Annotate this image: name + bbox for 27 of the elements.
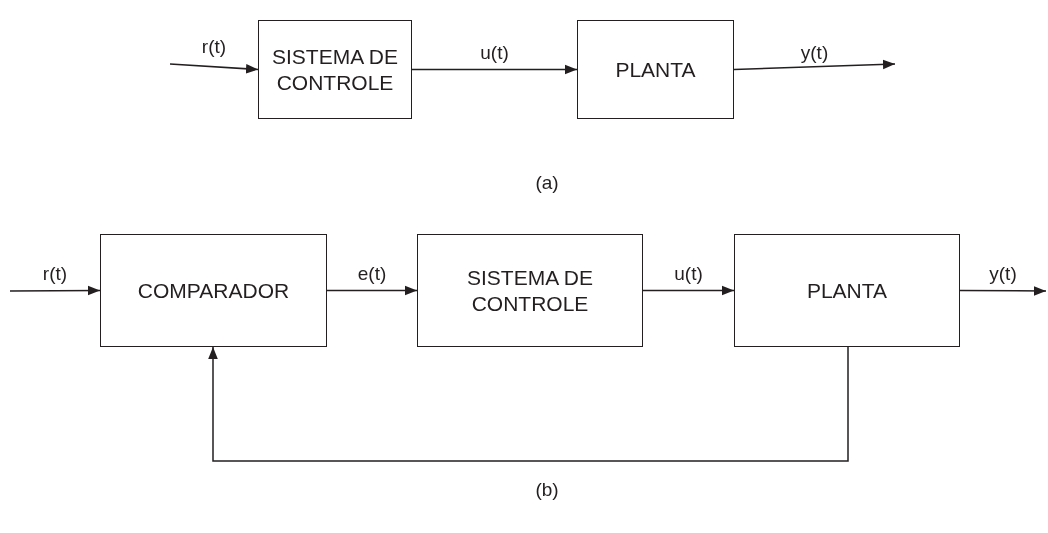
arrow xyxy=(733,59,896,71)
signal-label: r(t) xyxy=(42,264,68,285)
block-label: SISTEMA DE CONTROLE xyxy=(466,265,594,316)
arrow xyxy=(642,285,735,296)
block-label: SISTEMA DE CONTROLE xyxy=(271,44,399,95)
block-box xyxy=(417,234,643,347)
block-box xyxy=(734,234,960,347)
block-label: PLANTA xyxy=(614,56,697,83)
arrow xyxy=(411,64,578,75)
signal-label: e(t) xyxy=(357,263,387,285)
block-box xyxy=(577,20,734,119)
block-box xyxy=(258,20,412,119)
signal-label: r(t) xyxy=(201,37,227,58)
block-box xyxy=(100,234,327,347)
panel-label: (b) xyxy=(535,479,559,501)
arrow xyxy=(169,63,259,74)
arrow xyxy=(208,346,849,462)
signal-label: u(t) xyxy=(480,42,509,64)
signal-label: u(t) xyxy=(674,263,703,285)
panel-label: (a) xyxy=(535,172,559,194)
block-label: PLANTA xyxy=(805,277,889,304)
signal-label: y(t) xyxy=(800,42,829,64)
block-label: COMPARADOR xyxy=(136,277,291,304)
signal-label: y(t) xyxy=(989,263,1017,285)
arrow xyxy=(959,286,1047,296)
arrow xyxy=(326,285,418,296)
arrow xyxy=(9,285,101,296)
